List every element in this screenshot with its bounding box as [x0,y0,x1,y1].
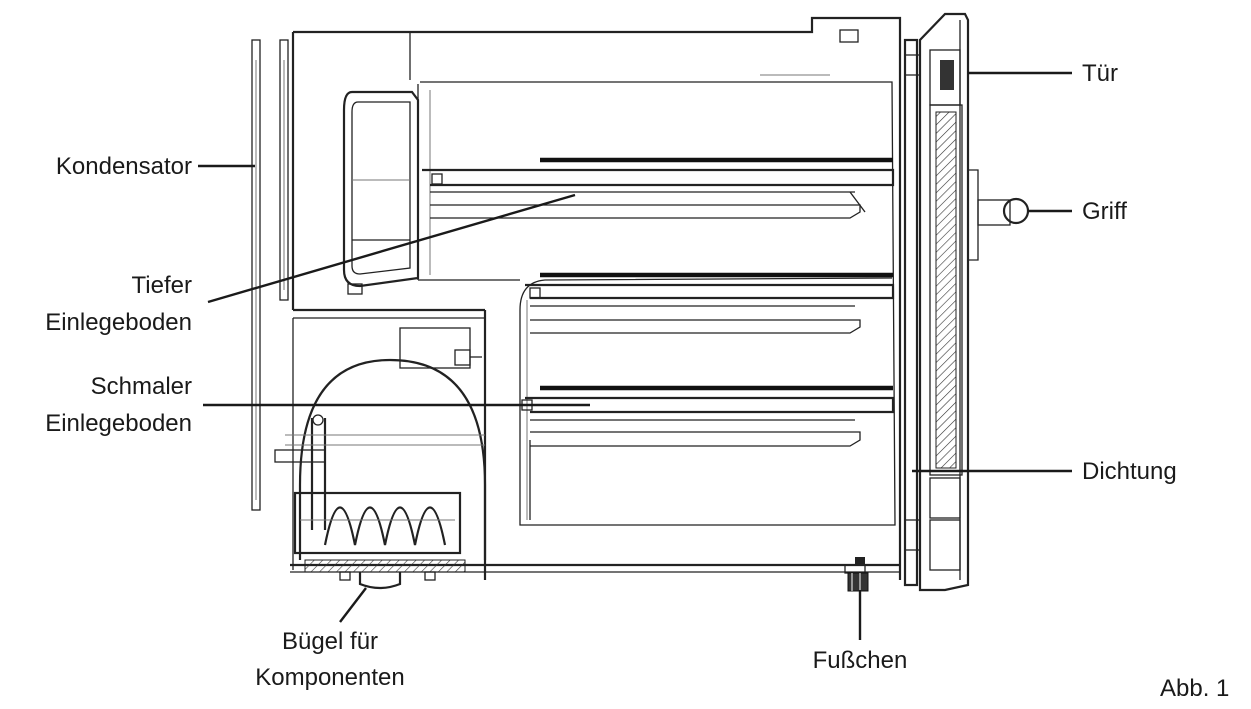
narrow-shelf [521,385,895,520]
inner-liner [417,81,896,526]
coil-tray [293,491,462,555]
leader-tiefer-einlegeboden [207,193,576,304]
label-schmaler-line1: Schmaler [90,373,192,400]
middle-shelf [525,272,895,334]
label-tiefer-line1: Tiefer [131,272,192,299]
deep-shelf [422,157,895,219]
label-tuer: Tür [1082,60,1118,87]
handle [968,169,1030,261]
condenser [251,39,289,511]
label-buegel-line1: Bügel für [281,628,379,655]
component-bracket [304,559,466,590]
figure-caption: Abb. 1 [1160,675,1230,702]
leader-lines [198,71,1072,640]
leader-buegel [339,587,367,623]
evaporator [342,90,420,295]
compressor [274,327,487,560]
label-fuesschen: Fußchen [812,647,908,674]
foot [844,557,869,592]
label-griff: Griff [1082,198,1127,225]
door [903,12,970,592]
cabinet [290,16,902,580]
label-kondensator: Kondensator [55,153,192,180]
label-tiefer-line2: Einlegeboden [45,309,192,336]
label-dichtung: Dichtung [1082,458,1177,485]
label-buegel-line2: Komponenten [255,664,405,691]
label-schmaler-line2: Einlegeboden [45,410,192,437]
